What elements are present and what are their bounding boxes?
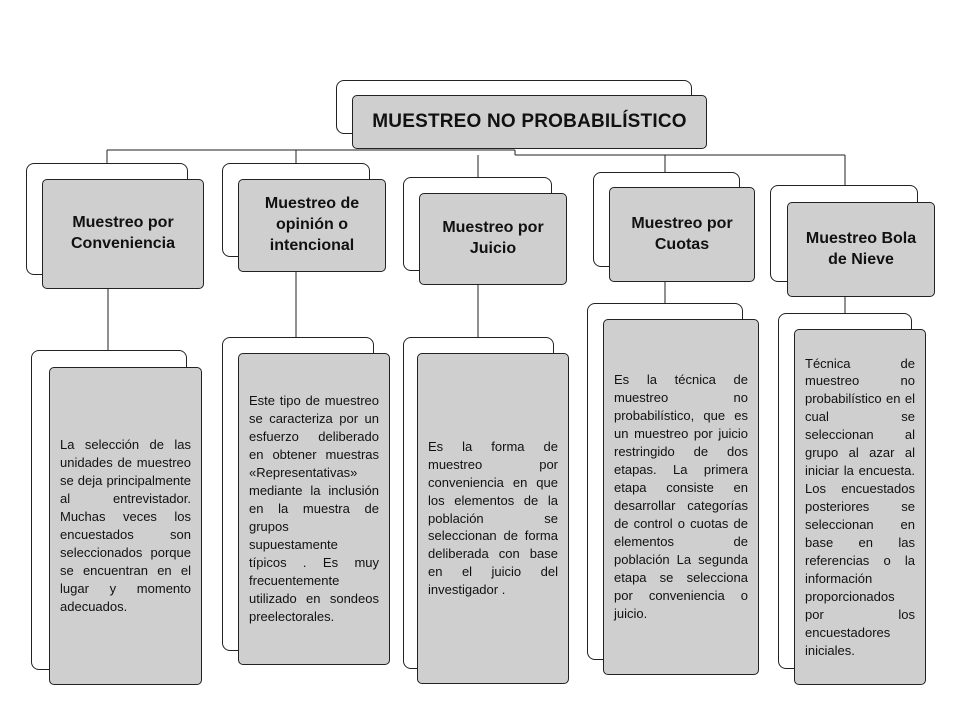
category-description-box-4: Es la técnica de muestreo no probabilíst… <box>603 319 759 675</box>
category-heading-box-3: Muestreo por Juicio <box>419 193 567 285</box>
category-heading-box-4: Muestreo por Cuotas <box>609 187 755 282</box>
category-heading-box-1: Muestreo por Conveniencia <box>42 179 204 289</box>
category-heading-1: Muestreo por Conveniencia <box>70 214 176 252</box>
category-description-box-1: La selección de las unidades de muestreo… <box>49 367 202 685</box>
diagram-title: MUESTREO NO PROBABILÍSTICO <box>372 111 687 132</box>
category-description-5: Técnica de muestreo no probabilístico en… <box>805 355 915 658</box>
category-description-3: Es la forma de muestreo por conveniencia… <box>428 438 558 598</box>
category-description-4: Es la técnica de muestreo no probabilíst… <box>614 372 748 621</box>
diagram-title-box: MUESTREO NO PROBABILÍSTICO <box>352 95 707 149</box>
category-description-box-3: Es la forma de muestreo por conveniencia… <box>417 353 569 684</box>
category-description-2: Este tipo de muestreo se caracteriza por… <box>249 393 379 624</box>
category-heading-4: Muestreo por Cuotas <box>631 214 733 253</box>
category-description-box-2: Este tipo de muestreo se caracteriza por… <box>238 353 390 665</box>
category-description-box-5: Técnica de muestreo no probabilístico en… <box>794 329 926 685</box>
category-description-1: La selección de las unidades de muestreo… <box>60 437 191 614</box>
category-heading-3: Muestreo por Juicio <box>442 219 544 257</box>
category-heading-box-5: Muestreo Bola de Nieve <box>787 202 935 297</box>
category-heading-2: Muestreo de opinión o intencional <box>264 195 360 254</box>
category-heading-5: Muestreo Bola de Nieve <box>805 229 917 268</box>
category-heading-box-2: Muestreo de opinión o intencional <box>238 179 386 272</box>
